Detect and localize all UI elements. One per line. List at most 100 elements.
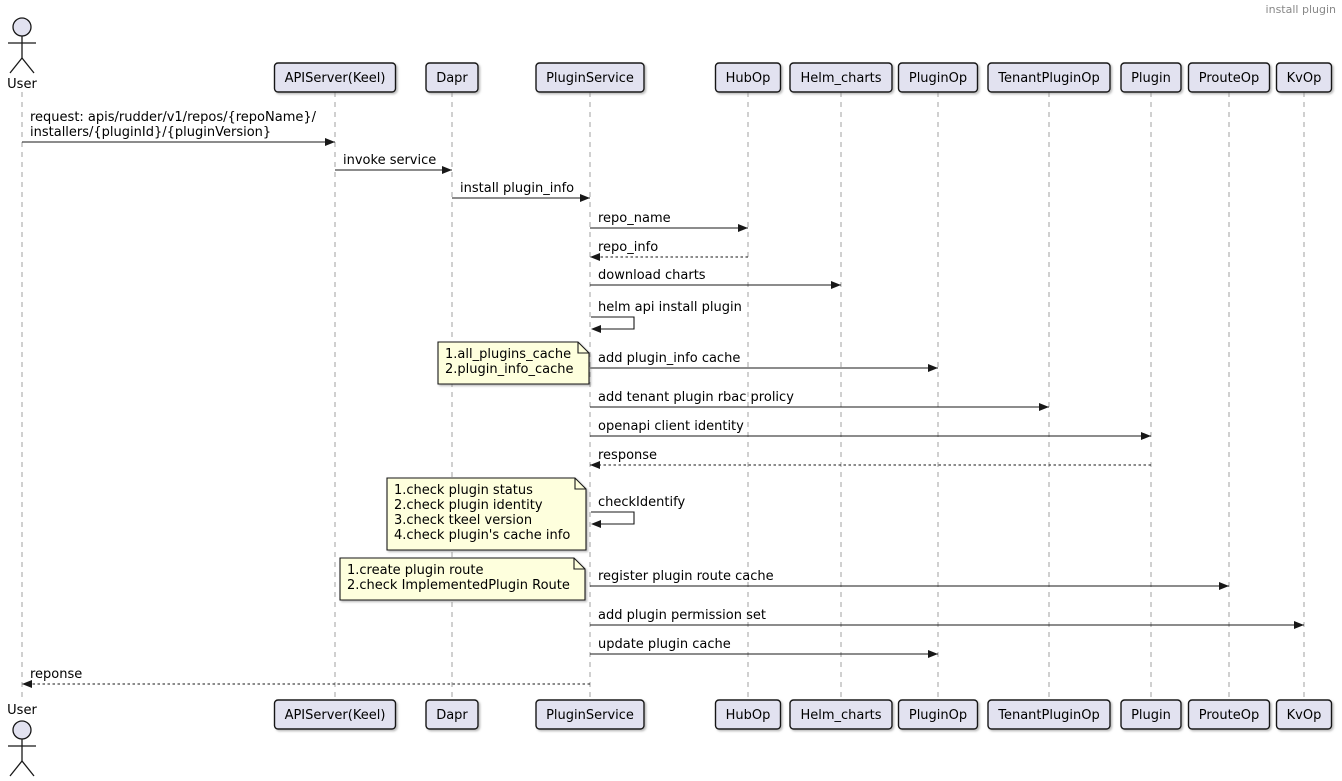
message-label: request: apis/rudder/v1/repos/{repoName}… — [30, 110, 317, 125]
note-fold — [577, 342, 589, 354]
actor-leg-left — [9, 760, 23, 777]
message-label: helm api install plugin — [598, 300, 742, 315]
participant-label: PluginOp — [909, 71, 967, 86]
message-reponse: reponse — [22, 667, 590, 688]
arrowhead — [591, 520, 601, 528]
message-add-plugin-info-cache: add plugin_info cache — [590, 351, 938, 372]
participant-box — [425, 699, 479, 730]
message-register-plugin-route-cache: register plugin route cache — [590, 569, 1229, 590]
participant-label: Plugin — [1131, 71, 1171, 86]
note-body — [437, 341, 590, 385]
message-add-plugin-permission-set: add plugin permission set — [590, 608, 1304, 629]
message-label: checkIdentify — [598, 495, 685, 510]
actor-leg-right — [21, 57, 35, 74]
note-line: 1.all_plugins_cache — [445, 347, 571, 362]
participant-tenantpluginop-bottom: TenantPluginOp — [987, 699, 1111, 730]
self-message-line — [591, 316, 635, 330]
participant-pluginservice-top: PluginService — [535, 62, 645, 93]
message-repo-info: repo_info — [590, 240, 748, 261]
actor-user-bottom: User — [7, 703, 37, 777]
note-fold — [573, 558, 585, 570]
participant-label: TenantPluginOp — [997, 71, 1100, 86]
note-line: 3.check tkeel version — [394, 513, 532, 528]
arrowhead — [1294, 621, 1304, 629]
participant-label: ProuteOp — [1199, 708, 1259, 723]
participant-box — [897, 699, 979, 730]
participant-label: APIServer(Keel) — [285, 71, 386, 86]
note-body — [339, 557, 586, 601]
arrowhead — [831, 281, 841, 289]
message-download-charts: download charts — [590, 268, 841, 289]
arrowhead — [1219, 582, 1229, 590]
participant-label: PluginOp — [909, 708, 967, 723]
participant-box — [535, 699, 645, 730]
participant-box — [1187, 62, 1271, 93]
participant-label: HubOp — [726, 71, 771, 86]
participant-helm-charts-top: Helm_charts — [789, 62, 893, 93]
note-line: 1.check plugin status — [394, 483, 533, 498]
message-label: download charts — [598, 268, 706, 283]
participant-box — [789, 62, 893, 93]
note-line: 1.create plugin route — [347, 563, 484, 578]
participant-kvop-bottom: KvOp — [1275, 699, 1333, 730]
message-label: update plugin cache — [598, 637, 731, 652]
message-label: add plugin_info cache — [598, 351, 740, 366]
participant-plugin-top: Plugin — [1120, 62, 1182, 93]
participant-box — [1275, 62, 1333, 93]
message-label: repo_info — [598, 240, 658, 255]
participant-apiserver-keel-bottom: APIServer(Keel) — [273, 699, 397, 730]
message-invoke-service: invoke service — [335, 153, 452, 174]
message-label: response — [598, 448, 657, 463]
note-line: 2.check plugin identity — [394, 498, 543, 513]
message-label: openapi client identity — [598, 419, 744, 434]
arrowhead — [22, 680, 32, 688]
message-label: add tenant plugin rbac prolicy — [598, 390, 794, 405]
arrowhead — [325, 138, 335, 146]
self-message-line — [591, 511, 635, 525]
participant-label: PluginService — [546, 71, 634, 86]
participant-label: ProuteOp — [1199, 71, 1259, 86]
participant-pluginop-bottom: PluginOp — [897, 699, 979, 730]
note-body — [386, 477, 587, 551]
arrowhead — [591, 325, 601, 333]
participant-helm-charts-bottom: Helm_charts — [789, 699, 893, 730]
message-repo-name: repo_name — [590, 211, 748, 232]
message-label: reponse — [30, 667, 82, 682]
participant-label: Dapr — [436, 708, 468, 723]
participant-box — [987, 699, 1111, 730]
actor-user-top: User — [7, 17, 37, 92]
arrowhead — [738, 224, 748, 232]
note-fold — [574, 478, 586, 490]
message-label: repo_name — [598, 211, 671, 226]
participant-box — [1120, 62, 1182, 93]
participant-box — [535, 62, 645, 93]
arrowhead — [590, 461, 600, 469]
participant-box — [789, 699, 893, 730]
participant-hubop-top: HubOp — [714, 62, 782, 93]
participant-label: Dapr — [436, 71, 468, 86]
actor-label: User — [7, 703, 37, 718]
participant-label: Helm_charts — [800, 708, 881, 723]
participant-box — [714, 62, 782, 93]
participant-label: TenantPluginOp — [997, 708, 1100, 723]
message-label: installers/{pluginId}/{pluginVersion} — [30, 125, 271, 140]
participant-box — [987, 62, 1111, 93]
diagram-title: install plugin — [1265, 3, 1336, 16]
participant-apiserver-keel-top: APIServer(Keel) — [273, 62, 397, 93]
arrowhead — [580, 194, 590, 202]
note-line: 4.check plugin's cache info — [394, 528, 570, 543]
actor-label: User — [7, 77, 37, 92]
message-label: invoke service — [343, 153, 436, 168]
message-checkidentify: checkIdentify — [591, 495, 685, 528]
participant-label: HubOp — [726, 708, 771, 723]
participant-box — [273, 699, 397, 730]
arrowhead — [1141, 432, 1151, 440]
participant-box — [425, 62, 479, 93]
participant-pluginop-top: PluginOp — [897, 62, 979, 93]
participant-box — [897, 62, 979, 93]
